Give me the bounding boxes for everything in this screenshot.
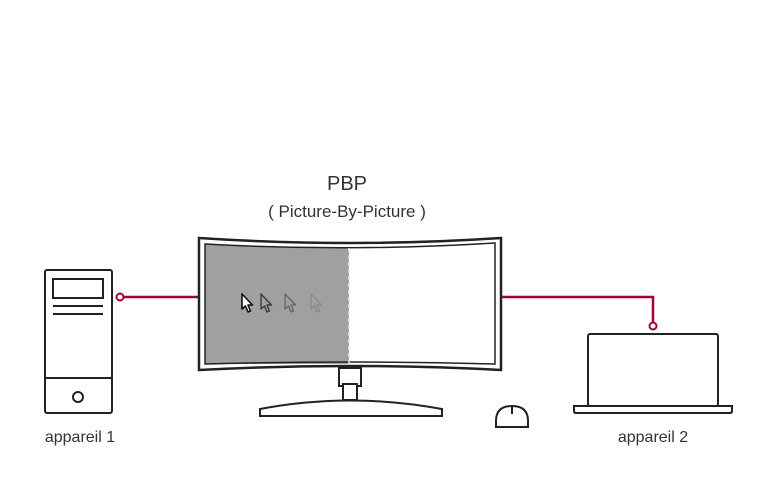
right-screen-area — [349, 243, 495, 364]
diagram-subtitle: ( Picture-By-Picture ) — [268, 202, 426, 221]
cable-monitor-to-device-2 — [500, 295, 658, 331]
device-2-label: appareil 2 — [617, 429, 689, 446]
cursor-icon — [260, 293, 273, 313]
mouse-icon — [495, 404, 529, 428]
cursor-trail — [241, 293, 323, 313]
laptop-icon — [573, 333, 733, 414]
desktop-tower-icon — [44, 269, 113, 414]
diagram-title: PBP — [326, 173, 368, 195]
cursor-icon — [284, 293, 297, 313]
curved-monitor-icon — [197, 236, 503, 417]
cursor-icon — [241, 293, 254, 313]
left-screen-area — [205, 244, 349, 364]
cursor-icon — [310, 293, 323, 313]
cable-device-1-to-monitor — [115, 292, 200, 302]
device-1-label: appareil 1 — [44, 429, 116, 446]
